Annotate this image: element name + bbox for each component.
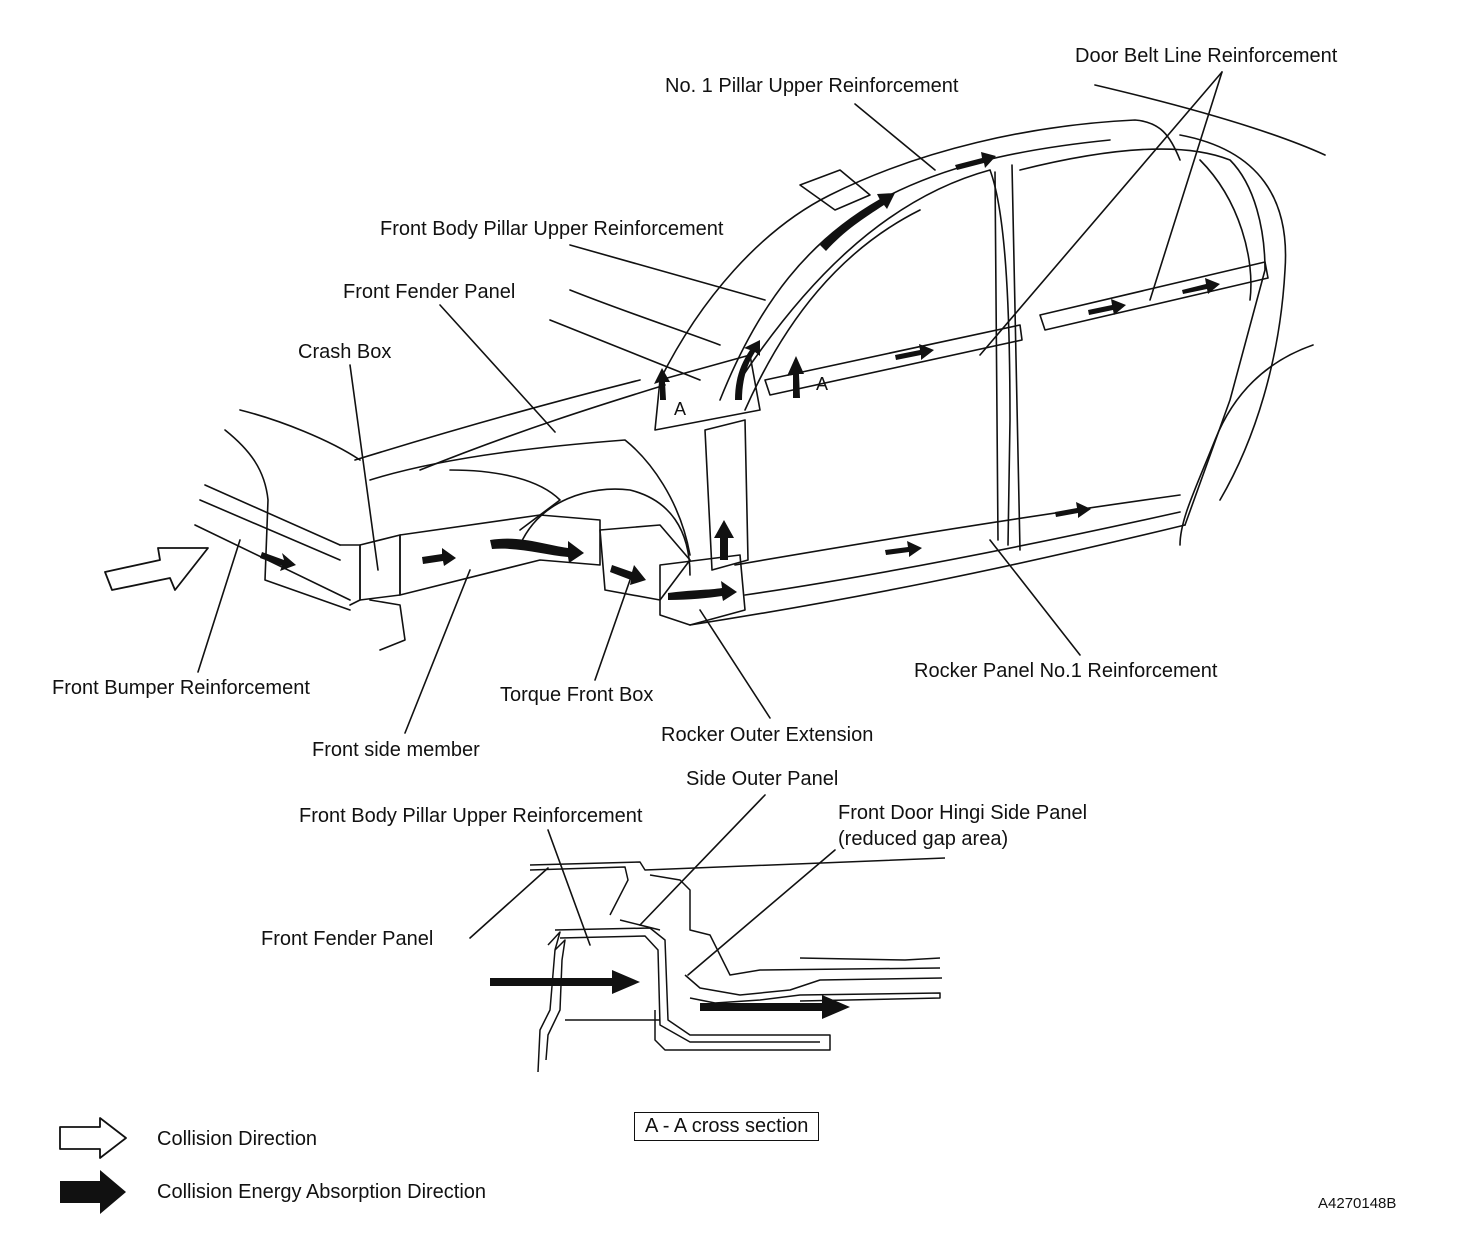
absorption-arrow bbox=[895, 344, 934, 360]
rear-door-frame bbox=[1019, 148, 1266, 526]
absorption-arrow bbox=[885, 541, 922, 557]
leader-crash-box bbox=[349, 364, 379, 571]
rocker-panel-top bbox=[734, 494, 1181, 566]
rocker-panel-bottom bbox=[689, 524, 1186, 626]
label-cs-front-fender-panel: Front Fender Panel bbox=[261, 928, 434, 950]
c-pillar-edge bbox=[1199, 159, 1252, 301]
absorption-arrows bbox=[260, 152, 1220, 601]
legend-energy-absorption: Collision Energy Absorption Direction bbox=[157, 1181, 487, 1203]
roof-rail-inner bbox=[719, 139, 1111, 401]
label-cs-front-door-hinge: Front Door Hingi Side Panel bbox=[838, 802, 1088, 824]
absorption-arrow bbox=[654, 368, 670, 400]
leader-door-belt-1 bbox=[979, 71, 1223, 356]
leader-rocker-outer bbox=[699, 609, 771, 719]
label-crash-box: Crash Box bbox=[298, 341, 392, 363]
roof-rail-edge bbox=[744, 209, 921, 411]
pillar-brace bbox=[799, 169, 871, 211]
absorption-arrow bbox=[668, 581, 737, 601]
absorption-arrow bbox=[260, 552, 296, 571]
cross-section-caption: A - A cross section bbox=[634, 1112, 820, 1141]
outline-arrow-icon bbox=[59, 1117, 127, 1159]
absorption-arrow bbox=[714, 520, 734, 560]
fender-body bbox=[369, 439, 691, 556]
leader-cs-front-fender bbox=[469, 867, 549, 939]
bumper-top bbox=[204, 484, 341, 546]
front-door-frame bbox=[739, 169, 1011, 546]
figure-code: A4270148B bbox=[1318, 1195, 1397, 1212]
leader-cs-side-outer bbox=[639, 794, 766, 926]
hinge-pillar bbox=[704, 419, 749, 571]
absorption-arrow bbox=[1055, 502, 1091, 518]
label-cs-side-outer-panel: Side Outer Panel bbox=[686, 768, 839, 790]
absorption-arrow bbox=[1088, 299, 1126, 315]
rocker-panel-mid bbox=[744, 511, 1181, 596]
label-door-belt-line: Door Belt Line Reinforcement bbox=[1075, 45, 1338, 67]
absorption-arrow bbox=[787, 356, 804, 398]
fender-lower bbox=[449, 469, 561, 531]
solid-arrow-icon bbox=[60, 1170, 126, 1214]
label-rocker-panel-no1: Rocker Panel No.1 Reinforcement bbox=[914, 660, 1218, 682]
engine-bay-3 bbox=[369, 599, 406, 651]
leader-cs-front-door-hinge bbox=[687, 849, 836, 976]
hood-line-3 bbox=[569, 289, 721, 346]
cs-absorption-arrow-2 bbox=[700, 995, 850, 1019]
absorption-arrow bbox=[820, 193, 895, 251]
leader-front-bumper bbox=[197, 539, 241, 673]
leader-front-body-pillar bbox=[569, 244, 766, 301]
wheel-arch bbox=[519, 488, 691, 576]
absorption-arrow bbox=[735, 340, 760, 400]
label-front-bumper-reinforcement: Front Bumper Reinforcement bbox=[52, 677, 310, 699]
legend-collision-direction: Collision Direction bbox=[157, 1128, 318, 1150]
leader-door-belt-2 bbox=[1149, 71, 1223, 301]
leader-cs-front-body-pillar bbox=[547, 829, 591, 946]
collision-arrow bbox=[104, 547, 209, 591]
crash-box bbox=[359, 534, 401, 601]
absorption-arrow bbox=[610, 565, 646, 585]
leader-torque-front-box bbox=[594, 579, 631, 681]
hood-line-2 bbox=[549, 319, 701, 381]
absorption-arrow bbox=[490, 538, 584, 563]
torque-box bbox=[599, 524, 691, 601]
cross-section-drawing bbox=[529, 857, 946, 1073]
fender-top bbox=[354, 379, 641, 461]
bumper-mid bbox=[199, 499, 341, 561]
roof-line bbox=[1094, 84, 1326, 156]
label-cs-reduced-gap: (reduced gap area) bbox=[838, 828, 1009, 850]
label-no1-pillar-upper: No. 1 Pillar Upper Reinforcement bbox=[665, 75, 959, 97]
b-pillar-inner bbox=[994, 171, 999, 541]
section-marker-a-right: A bbox=[816, 374, 828, 394]
bumper-face bbox=[339, 544, 361, 606]
cs-absorption-arrow-1 bbox=[490, 970, 640, 994]
b-pillar bbox=[1011, 164, 1021, 551]
engine-bay-2 bbox=[239, 409, 361, 461]
label-front-fender-panel: Front Fender Panel bbox=[343, 281, 516, 303]
absorption-arrow bbox=[422, 548, 456, 566]
absorption-arrow bbox=[1182, 278, 1220, 294]
hood-line bbox=[419, 384, 666, 471]
leader-no1-pillar bbox=[854, 103, 936, 171]
leader-front-side-member bbox=[404, 569, 471, 734]
rear-glass-edge bbox=[1179, 134, 1287, 501]
roof-rail-outer bbox=[659, 119, 1181, 381]
label-front-body-pillar-upper: Front Body Pillar Upper Reinforcement bbox=[380, 218, 724, 240]
leader-rocker-panel bbox=[989, 539, 1081, 656]
front-belt-line bbox=[764, 324, 1023, 396]
label-rocker-outer-extension: Rocker Outer Extension bbox=[661, 724, 874, 746]
label-cs-front-body-pillar-upper: Front Body Pillar Upper Reinforcement bbox=[299, 805, 643, 827]
engine-bay bbox=[224, 429, 351, 611]
rear-belt-line bbox=[1039, 261, 1269, 331]
absorption-arrow bbox=[955, 152, 996, 170]
label-front-side-member: Front side member bbox=[312, 739, 480, 761]
section-marker-a-left: A bbox=[674, 399, 686, 419]
label-torque-front-box: Torque Front Box bbox=[500, 684, 654, 706]
leader-front-fender bbox=[439, 304, 556, 433]
